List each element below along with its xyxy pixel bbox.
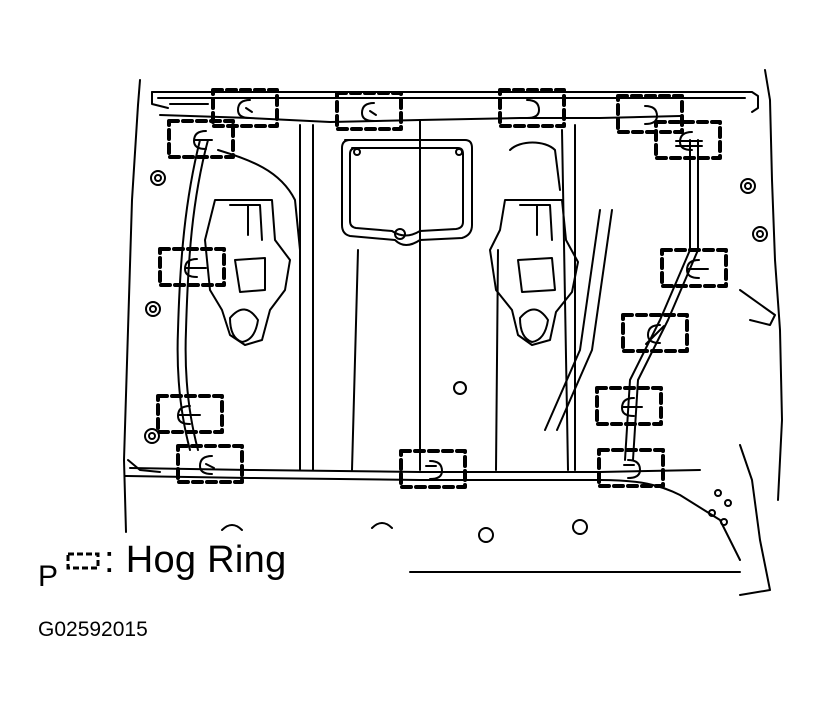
frame-outline — [123, 69, 783, 596]
hog-ring-marker — [158, 247, 226, 287]
figure-code: G02592015 — [38, 618, 148, 641]
hog-ring-marker — [498, 88, 566, 128]
center-plate — [341, 139, 473, 246]
bolt-holes — [144, 170, 776, 543]
hog-ring-marker — [167, 119, 235, 159]
vertical-rails — [176, 119, 699, 471]
hog-ring-marker — [616, 94, 684, 134]
hog-ring-marker — [399, 449, 467, 489]
hog-ring-marker — [335, 91, 403, 131]
hog-ring-markers — [156, 88, 728, 489]
legend-prefix: P — [38, 560, 59, 593]
hog-ring-marker — [654, 120, 722, 160]
hog-ring-marker — [621, 313, 689, 353]
hog-ring-marker — [156, 394, 224, 434]
hog-ring-marker — [660, 248, 728, 288]
hog-ring-clips — [177, 99, 709, 480]
hog-ring-marker — [211, 88, 279, 128]
legend-label: : Hog Ring — [104, 539, 287, 581]
hog-ring-symbol-icon — [66, 552, 100, 570]
hog-ring-marker — [597, 448, 665, 488]
hog-ring-marker — [595, 386, 663, 426]
left-hinge — [204, 149, 301, 346]
hog-ring-marker — [176, 444, 244, 484]
right-hinge — [489, 141, 579, 346]
